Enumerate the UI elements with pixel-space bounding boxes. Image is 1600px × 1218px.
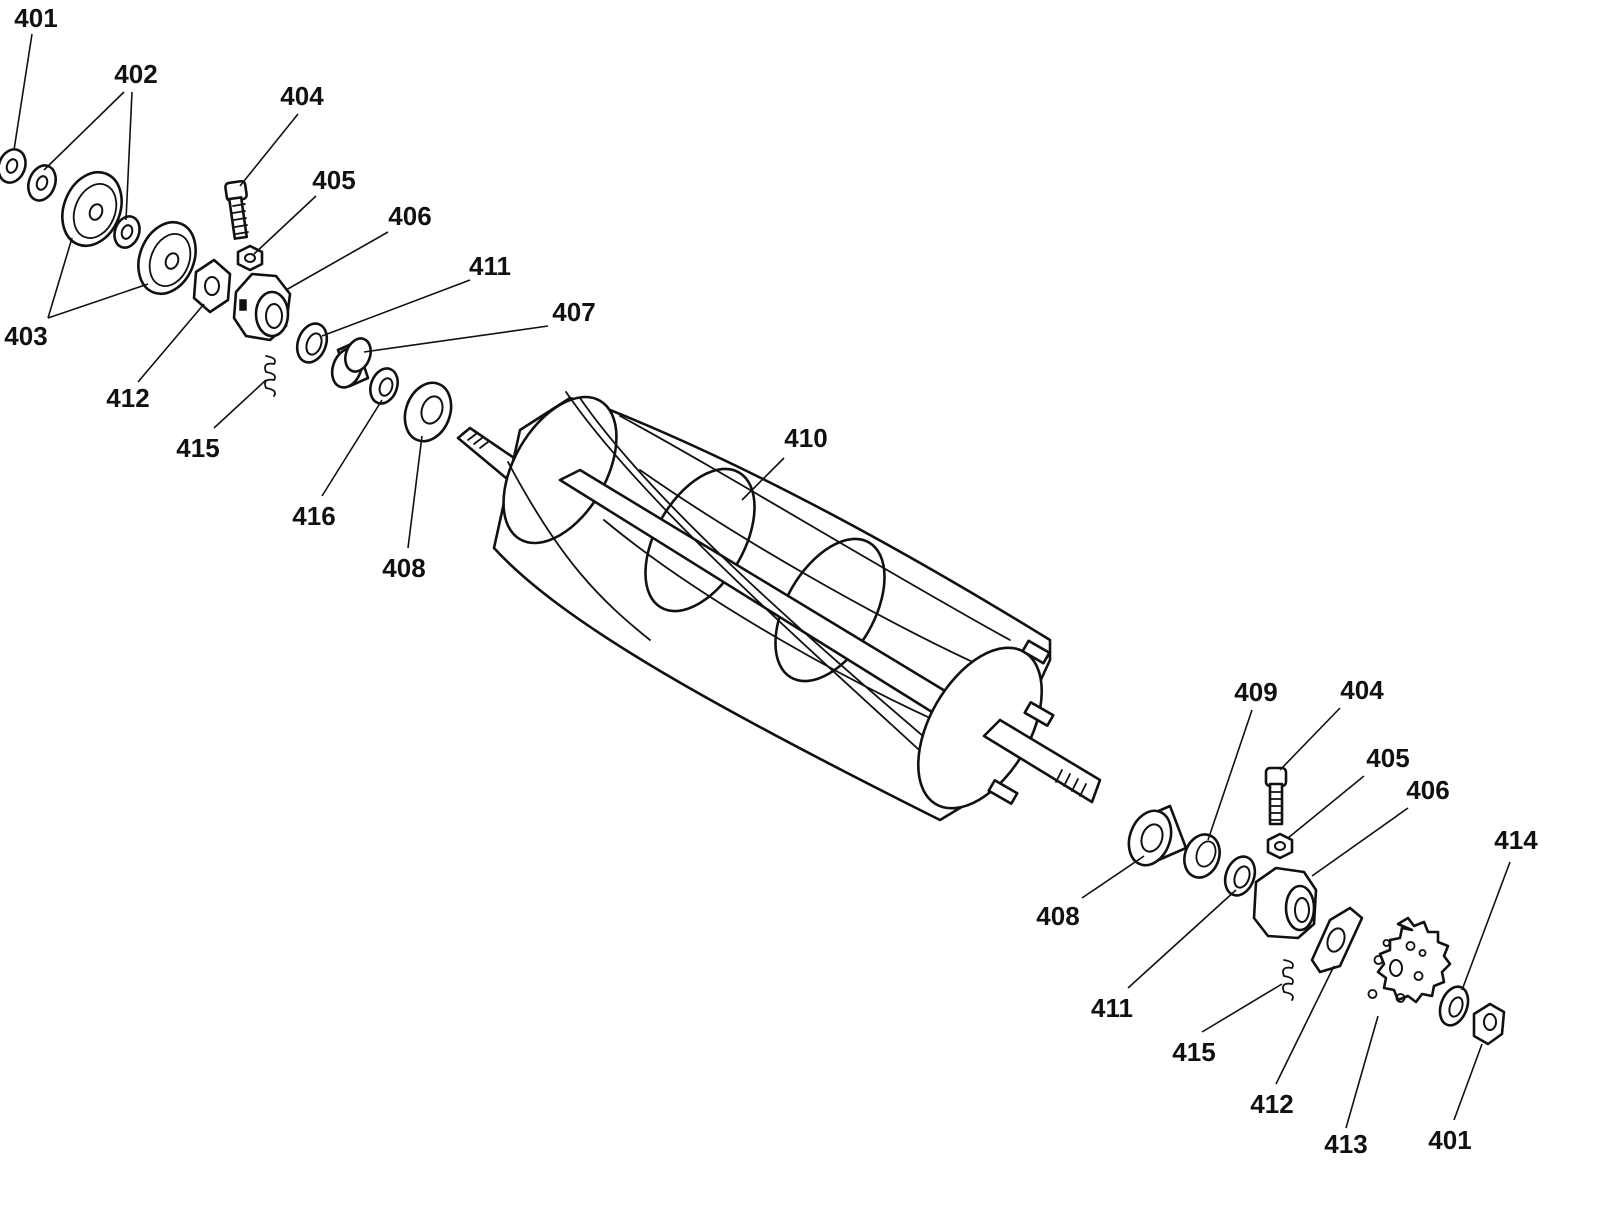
part-402-washer-b	[113, 215, 141, 249]
part-403-pulley-a	[61, 170, 123, 248]
part-409-bushing	[1183, 833, 1221, 879]
callout-401-top: 401	[14, 3, 57, 33]
part-401-nut-bottom	[1472, 1002, 1506, 1046]
part-404-bolt-top	[224, 179, 249, 240]
callout-412-top: 412	[106, 383, 149, 413]
callout-415-bottom: 415	[1172, 1037, 1215, 1067]
callout-405-top: 405	[312, 165, 355, 195]
part-401-nut-top	[0, 148, 27, 184]
callout-401-bottom: 401	[1428, 1125, 1471, 1155]
part-411-seal-bottom	[1223, 855, 1257, 897]
callout-402-top: 402	[114, 59, 157, 89]
part-415-spring-top	[264, 355, 276, 397]
callout-403-top: 403	[4, 321, 47, 351]
part-408-bearing-bottom	[1127, 804, 1188, 867]
part-408-bearing-top	[403, 381, 453, 443]
callout-412-bottom: 412	[1250, 1089, 1293, 1119]
callout-404-bottom: 404	[1340, 675, 1384, 705]
callout-410-reel: 410	[784, 423, 827, 453]
callout-408-top: 408	[382, 553, 425, 583]
part-403-pulley-b	[137, 220, 197, 296]
callout-411-bottom: 411	[1091, 993, 1133, 1023]
part-414-washer	[1438, 985, 1470, 1027]
part-413-sprocket	[1367, 916, 1452, 1004]
callout-406-top: 406	[388, 201, 431, 231]
callout-415-top: 415	[176, 433, 219, 463]
part-415-spring-bottom	[1282, 959, 1294, 1001]
part-416-washer	[369, 367, 399, 405]
part-405-nut-bottom	[1266, 832, 1294, 860]
callout-407-top: 407	[552, 297, 595, 327]
callout-414-bottom: 414	[1494, 825, 1538, 855]
callout-406-bottom: 406	[1406, 775, 1449, 805]
leader-lines	[13, 33, 1511, 1129]
part-411-seal-top	[295, 322, 329, 364]
callout-409-bottom: 409	[1234, 677, 1277, 707]
callout-413-bottom: 413	[1324, 1129, 1367, 1159]
callout-404-top: 404	[280, 81, 324, 111]
part-412-plate-bottom	[1310, 906, 1364, 974]
part-404-bolt-bottom	[1264, 766, 1288, 826]
part-412-plate-top	[192, 258, 232, 314]
callout-408-bottom: 408	[1036, 901, 1079, 931]
part-407-bushing	[330, 337, 372, 389]
callout-416-top: 416	[292, 501, 335, 531]
callout-411-top: 411	[469, 251, 511, 281]
part-402-washer-a	[27, 164, 57, 202]
callout-405-bottom: 405	[1366, 743, 1409, 773]
part-406-housing-bottom	[1252, 866, 1318, 940]
part-410-reel	[456, 391, 1102, 822]
part-406-housing-top	[232, 272, 292, 342]
